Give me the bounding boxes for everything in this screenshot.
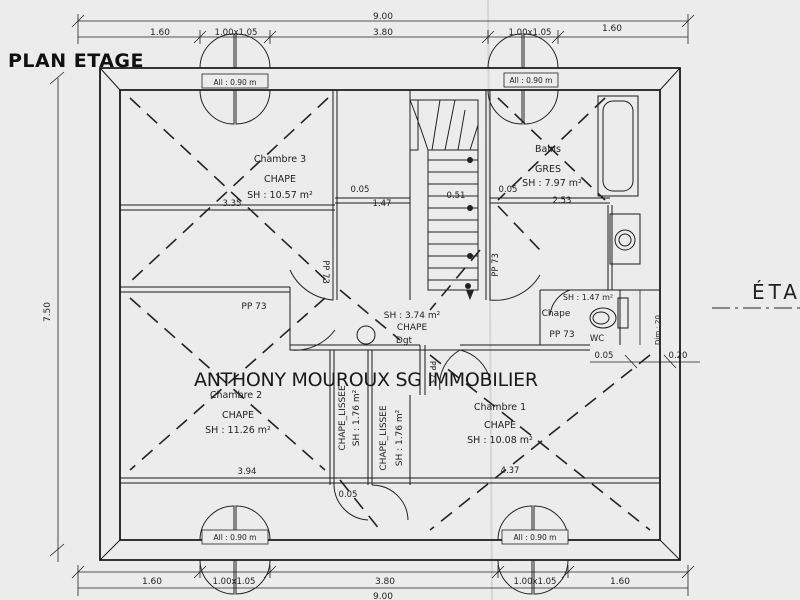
room-wc-floor: Chape	[542, 309, 571, 319]
room-bains-area: SH : 7.97 m²	[522, 178, 582, 189]
room-bains-width: 2.53	[553, 196, 572, 206]
window-top-left-allege: All : 0.90 m	[214, 78, 257, 87]
shaft-circle	[356, 325, 376, 345]
door-bains-label: PP 73	[491, 253, 501, 277]
watermark-text: ANTHONY MOUROUX SG IMMOBILIER	[194, 369, 538, 391]
window-top-left	[199, 33, 271, 125]
room-chambre1-name: Chambre 1	[474, 402, 526, 413]
door-chambre3-label: PP 73	[320, 260, 330, 284]
interior-doors	[289, 248, 571, 521]
wc-dim-label: Dim : 20	[654, 315, 662, 345]
dim-bottom-right: 1.60	[610, 577, 630, 587]
dim-top-window-left: 1.00x1.05	[215, 28, 258, 38]
bathtub	[597, 95, 639, 197]
window-bottom-left-allege: All : 0.90 m	[214, 533, 257, 542]
room-chambre3-name: Chambre 3	[254, 154, 306, 165]
top-dimension-lines	[71, 14, 695, 44]
window-bottom-left	[199, 505, 271, 595]
window-bottom-right-allege: All : 0.90 m	[514, 533, 557, 542]
room-dgt-area: SH : 3.74 m²	[384, 311, 441, 321]
dim-top-left: 1.60	[150, 28, 170, 38]
room-chambre1-area: SH : 10.08 m²	[467, 435, 533, 446]
next-plan-arrow-icon	[712, 307, 800, 309]
room-diagonals	[129, 97, 651, 531]
window-bottom-right	[497, 505, 569, 595]
room-closet-width: 1.47	[373, 199, 392, 209]
page-title: PLAN ETAGE	[8, 50, 144, 72]
room-chambre2-area: SH : 11.26 m²	[205, 425, 271, 436]
dim-wc-wall: 0.05	[595, 351, 614, 361]
room-chambre2-floor: CHAPE	[222, 410, 254, 421]
wall-0-05-closet: 0.05	[351, 185, 370, 195]
room-chambre2-name: Chambre 2	[210, 390, 262, 401]
door-chambre2-label: PP 73	[241, 302, 266, 312]
closet-left-floor: CHAPE_LISSEE	[338, 385, 348, 451]
dim-bottom-middle: 3.80	[375, 577, 395, 587]
room-chambre3-width: 3.35	[223, 199, 242, 209]
closet-right-area: SH : 1.76 m²	[395, 409, 405, 466]
room-wc-area: SH : 1.47 m²	[563, 293, 613, 302]
door-chambre1-label: PP 73	[428, 361, 437, 383]
washbasin	[609, 213, 641, 265]
dim-total-width-top: 9.00	[373, 12, 393, 22]
room-dgt-floor: CHAPE	[397, 323, 428, 333]
room-chambre3-floor: CHAPE	[264, 174, 296, 185]
door-wc-label: PP 73	[549, 330, 574, 340]
closet-left-area: SH : 1.76 m²	[352, 389, 362, 446]
dim-bottom-left: 1.60	[142, 577, 162, 587]
dim-top-middle: 3.80	[373, 28, 393, 38]
left-dimension-line	[49, 71, 65, 562]
room-chambre3-area: SH : 10.57 m²	[247, 190, 313, 201]
room-wc-name: WC	[590, 334, 604, 344]
room-chambre2-width: 3.94	[238, 467, 257, 477]
bottom-dimension-lines	[71, 565, 695, 596]
toilet	[589, 297, 629, 329]
wall-0-05-bath: 0.05	[499, 185, 518, 195]
interior-walls	[120, 90, 660, 485]
room-stair-width: 0.51	[447, 191, 466, 201]
dim-top-window-right: 1.00x1.05	[509, 28, 552, 38]
dim-top-right: 1.60	[602, 24, 622, 34]
dim-total-width-bottom: 9.00	[373, 592, 393, 600]
room-dgt-name: Dgt	[396, 336, 413, 346]
closet-right-floor: CHAPE_LISSEE	[379, 405, 389, 471]
window-top-right-allege: All : 0.90 m	[510, 76, 553, 85]
window-top-right	[487, 33, 559, 125]
room-bains-floor: GRES	[535, 164, 561, 175]
dim-bottom-window-right: 1.00x1.05	[514, 577, 557, 587]
dim-right-offset: 0.20	[669, 351, 688, 361]
wall-0-05-closet-bottom: 0.05	[339, 490, 358, 500]
dim-total-height: 7.50	[43, 302, 53, 322]
staircase	[409, 99, 479, 300]
exterior-walls	[99, 67, 681, 561]
room-bains-name: Bains	[535, 144, 561, 155]
right-dimension-marks	[590, 290, 700, 369]
room-chambre1-width: 4.37	[501, 466, 520, 476]
room-chambre1-floor: CHAPE	[484, 420, 516, 431]
next-plan-label: ÉTA	[752, 280, 800, 304]
